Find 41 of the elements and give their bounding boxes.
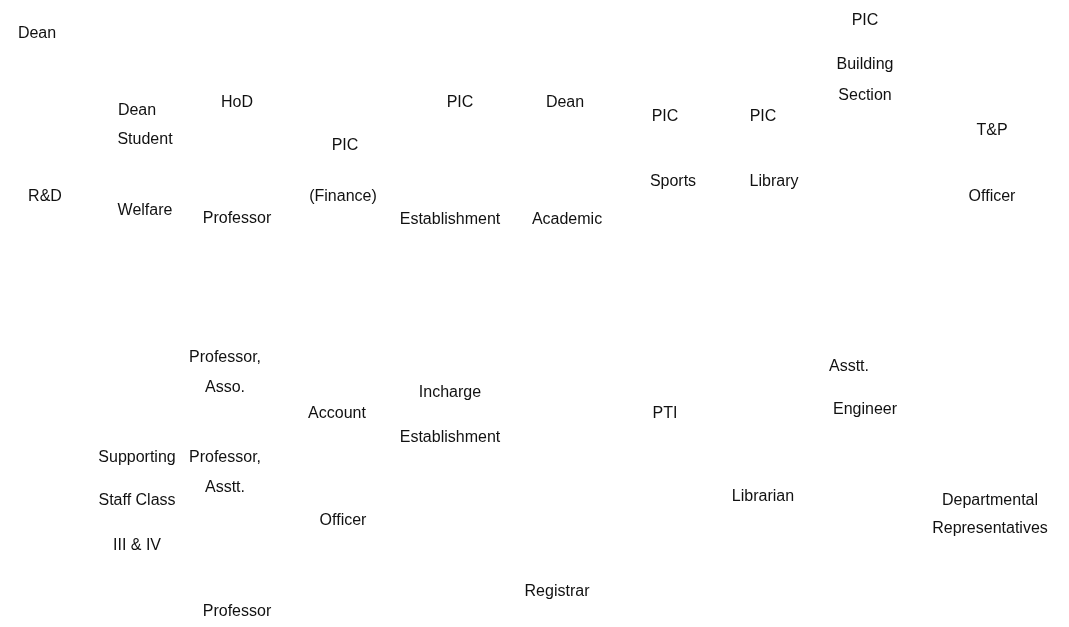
role-label: Professor [202,208,272,228]
role-label: Representatives [932,518,1048,538]
role-label: Professor [202,601,272,621]
role-label: Establishment [399,209,501,229]
role-label: Section [838,85,892,105]
role-label: T&P [976,120,1008,140]
role-label: Dean [545,92,585,112]
role-label: Engineer [833,399,897,419]
role-label: Departmental [942,490,1038,510]
role-label: PIC [331,135,359,155]
role-label: Professor, [189,347,261,367]
role-label: Incharge [418,382,482,402]
role-label: Sports [649,171,697,191]
role-label: Welfare [117,200,173,220]
role-label: Officer [319,510,367,530]
role-label: Supporting [98,447,176,467]
role-label: Registrar [524,581,590,601]
role-label: Professor, [189,447,261,467]
role-label: PIC [651,106,679,126]
role-label: Account [308,403,366,423]
role-label: PTI [652,403,678,423]
role-label: Establishment [399,427,501,447]
role-label: PIC [749,106,777,126]
role-label: (Finance) [309,186,377,206]
role-label: PIC [851,10,879,30]
role-label: Librarian [731,486,795,506]
role-label: Asstt. [829,356,869,376]
role-label: Dean [117,100,157,120]
role-label: III & IV [113,535,161,555]
role-label: Asstt. [205,477,245,497]
role-label: HoD [221,92,253,112]
role-label: Dean [17,23,57,43]
role-label: R&D [28,186,62,206]
role-label: Officer [968,186,1016,206]
role-label: Staff Class [98,490,176,510]
role-label: Academic [531,209,603,229]
role-label: Building [836,54,894,74]
role-label: Student [117,129,173,149]
role-label: Library [749,171,799,191]
role-label: PIC [446,92,474,112]
role-label: Asso. [205,377,245,397]
